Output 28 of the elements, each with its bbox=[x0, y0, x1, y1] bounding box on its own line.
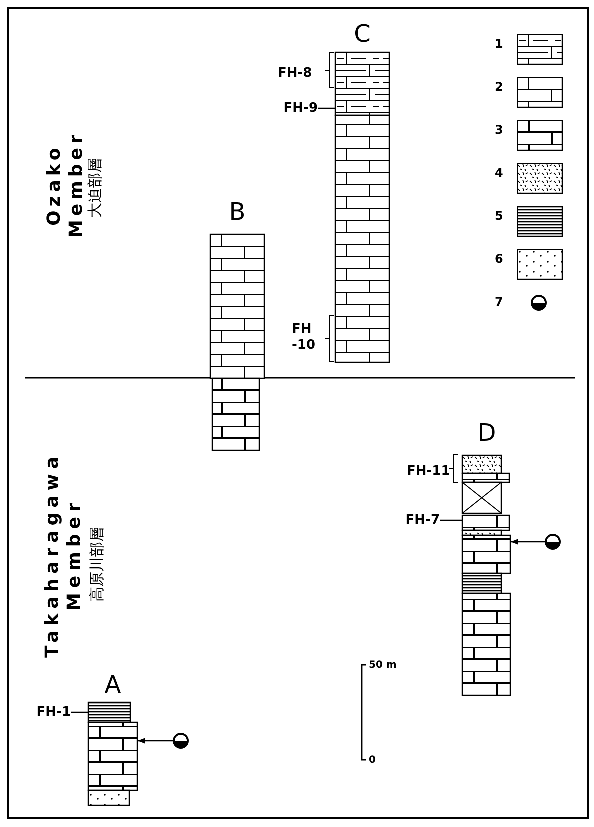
member-name-japanese: 大迫部層 bbox=[86, 157, 105, 220]
legend-number: 3 bbox=[495, 123, 504, 138]
column-label: B bbox=[228, 200, 247, 224]
sample-label: FH-9 bbox=[280, 101, 318, 116]
arrow bbox=[138, 738, 173, 744]
legend-number: 1 bbox=[495, 37, 504, 52]
scale-label: 0 bbox=[369, 754, 377, 768]
sample-label: FH -10 bbox=[292, 322, 316, 354]
legend-number: 7 bbox=[495, 295, 504, 310]
leader-line bbox=[440, 520, 462, 522]
legend-number: 4 bbox=[495, 166, 504, 181]
legend-number: 2 bbox=[495, 80, 504, 95]
legend-number: 5 bbox=[495, 209, 504, 224]
column-label: A bbox=[104, 673, 122, 697]
column-label: D bbox=[476, 421, 498, 445]
column-label: C bbox=[353, 22, 372, 46]
sample-label: FH-1 bbox=[26, 705, 71, 720]
member-name-japanese: 高原川部層 bbox=[88, 526, 107, 604]
leader-line bbox=[318, 108, 335, 110]
member-name: Ozako Member bbox=[44, 130, 88, 240]
sample-label: FH-11 bbox=[407, 464, 449, 479]
sample-label: FH-8 bbox=[278, 66, 314, 81]
member-name: Takaharagawa Member bbox=[42, 451, 86, 660]
scale-label: 50 m bbox=[369, 659, 398, 673]
sample-label: FH-7 bbox=[400, 513, 440, 528]
leader-line bbox=[71, 712, 88, 714]
legend-number: 6 bbox=[495, 252, 504, 267]
arrow bbox=[511, 539, 545, 545]
